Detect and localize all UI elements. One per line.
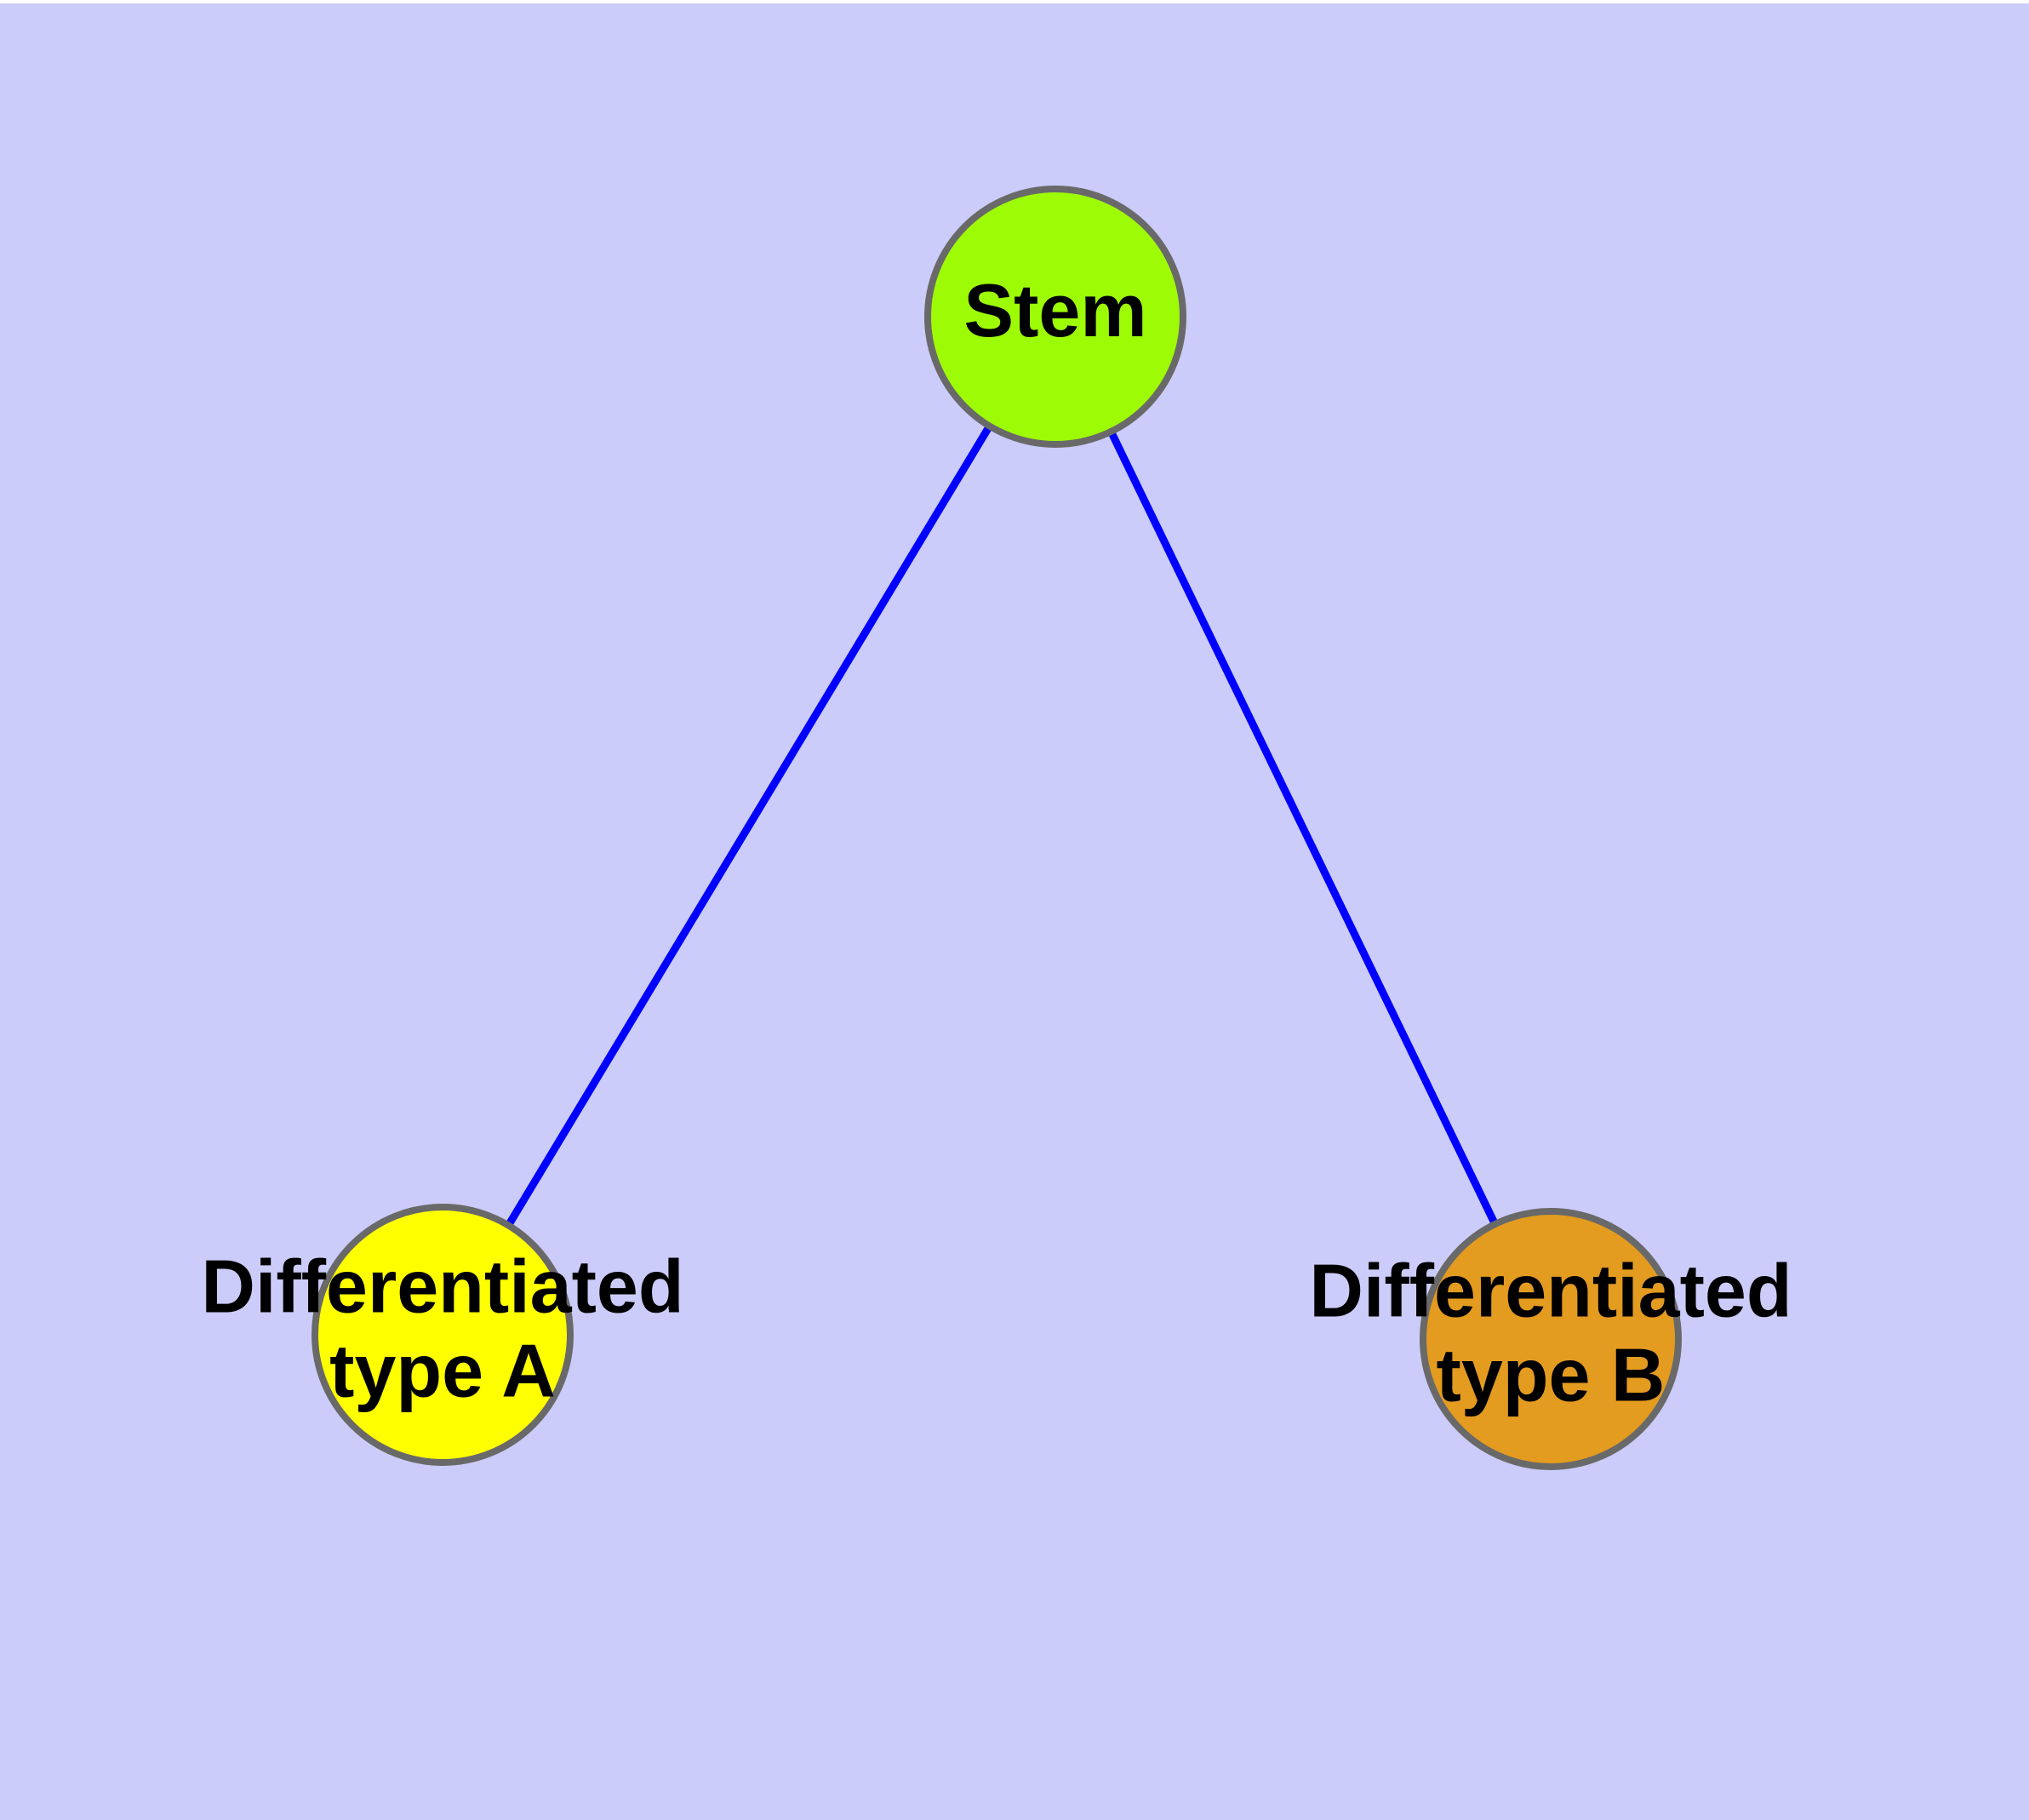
edge-stem-to-differentiated-type-a[interactable] [503,421,995,1231]
node-stem[interactable] [924,186,1186,448]
node-differentiated-type-b-circle[interactable] [1420,1208,1682,1470]
node-stem-circle[interactable] [924,186,1186,448]
node-label-line: type B [1437,1333,1666,1417]
node-differentiated-type-a-circle[interactable] [311,1204,574,1466]
node-differentiated-type-b[interactable] [1420,1208,1682,1470]
node-label-line: Differentiated [201,1245,683,1329]
node-differentiated-type-a[interactable] [311,1204,574,1466]
node-label-line: Stem [963,268,1146,352]
node-layer [311,186,1682,1470]
edge-layer [503,421,1500,1231]
edge-stem-to-differentiated-type-b[interactable] [1106,426,1500,1229]
node-label-line: type A [329,1329,556,1413]
node-label-line: Differentiated [1309,1249,1792,1333]
node-stem-label: Stem [963,268,1146,352]
